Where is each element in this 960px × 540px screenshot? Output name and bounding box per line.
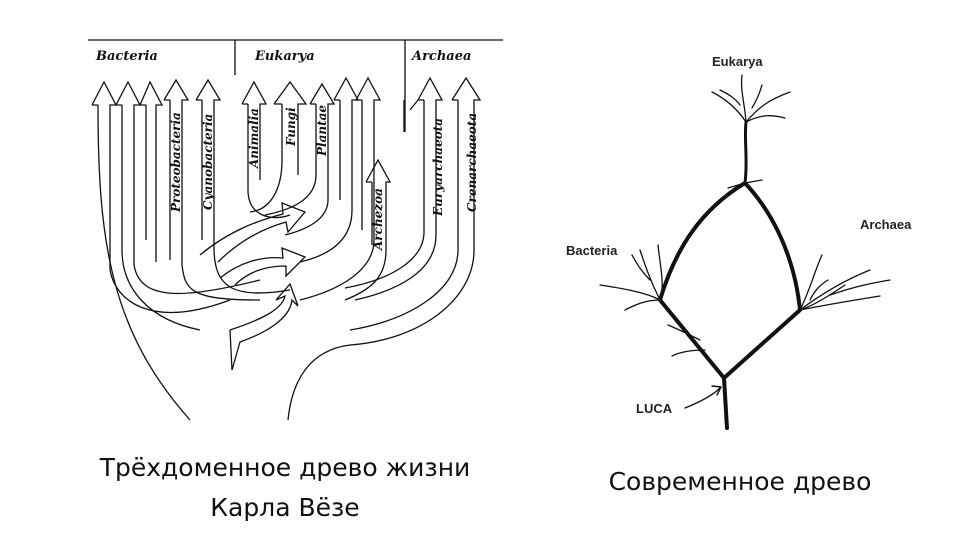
arrow-inner-2 xyxy=(219,247,307,286)
luca-pointer-arrow xyxy=(684,387,721,409)
eukarya-stem xyxy=(743,120,748,185)
arrow-euryarchaeota xyxy=(354,76,444,301)
arrow-plantae xyxy=(284,82,336,236)
arrow-inner-3 xyxy=(229,282,299,371)
main-loop xyxy=(658,181,802,380)
arrow-archezoa xyxy=(344,158,392,301)
caption-modern-tree: Современное древо xyxy=(608,467,872,496)
group-label-animalia: Animalia xyxy=(247,108,261,169)
domain-label-eukarya: Eukarya xyxy=(254,49,315,64)
arrow-fungi xyxy=(273,80,308,175)
arrow-bacteria-3 xyxy=(139,80,164,262)
caption-left-line2: Карла Вёзе xyxy=(210,493,360,522)
group-label-euryarchaeota: Euryarchaeota xyxy=(431,118,445,217)
arrow-proteobacteria xyxy=(163,78,190,265)
arrow-animalia xyxy=(241,80,268,180)
domain-label-bacteria: Bacteria xyxy=(95,49,158,64)
group-label-archezoa: Archezoa xyxy=(371,188,385,251)
arrow-eukarya-5 xyxy=(299,76,382,301)
group-label-proteobacteria: Proteobacteria xyxy=(169,112,183,213)
arrow-inner-1 xyxy=(199,202,307,263)
label-luca: LUCA xyxy=(636,401,673,416)
caption-woese-tree: Трёхдоменное древо жизни Карла Вёзе xyxy=(40,448,530,528)
group-label-cyanobacteria: Cyanobacteria xyxy=(201,114,215,210)
label-eukarya: Eukarya xyxy=(712,54,763,69)
group-label-fungi: Fungi xyxy=(284,107,298,147)
group-label-plantae: Plantae xyxy=(315,105,329,157)
arrow-crenarchaeota xyxy=(287,76,482,421)
woese-tree-lines xyxy=(88,39,503,421)
group-label-crenarchaeota: Crenarchaeota xyxy=(465,113,479,212)
domain-label-archaea: Archaea xyxy=(410,49,471,64)
label-bacteria: Bacteria xyxy=(566,243,618,258)
caption-left-line1: Трёхдоменное древо жизни xyxy=(99,453,471,482)
label-archaea: Archaea xyxy=(860,217,912,232)
modern-tree-lines xyxy=(599,74,891,430)
arrow-cyanobacteria xyxy=(195,78,222,250)
trunk xyxy=(722,376,729,430)
arrow-eukarya-4 xyxy=(299,76,360,263)
